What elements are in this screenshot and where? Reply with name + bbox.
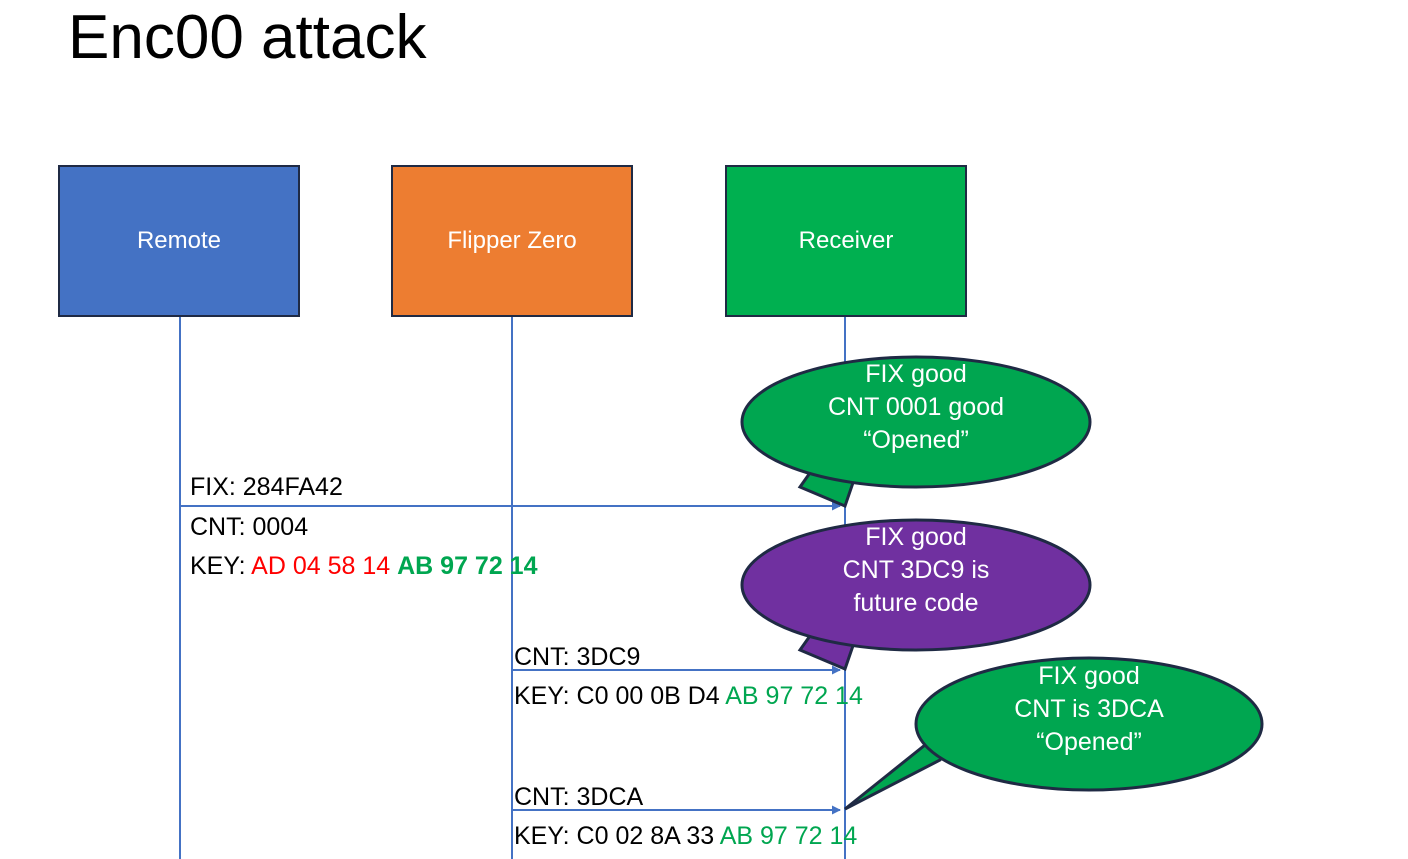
msg-3-key-label: KEY: C0 02 8A 33 AB 97 72 14 <box>514 822 857 852</box>
actor-box-remote[interactable]: Remote <box>58 165 300 317</box>
msg-1-key-label: KEY: AD 04 58 14 AB 97 72 14 <box>190 552 538 582</box>
msg-3-cnt-label: CNT: 3DCA <box>514 783 644 811</box>
msg-1-cnt-label: CNT: 0004 <box>190 513 309 541</box>
msg-3-key-prefix: KEY: C0 02 8A 33 <box>514 822 720 850</box>
actor-label-flipper: Flipper Zero <box>447 227 577 254</box>
actor-box-flipper[interactable]: Flipper Zero <box>391 165 633 317</box>
callout-1-shape <box>740 355 1092 509</box>
msg-1-fix-label: FIX: 284FA42 <box>190 473 343 501</box>
actor-box-receiver[interactable]: Receiver <box>725 165 967 317</box>
actor-label-receiver: Receiver <box>798 227 894 254</box>
msg-1-key-green: AB 97 72 14 <box>397 552 538 580</box>
msg-3-key-green: AB 97 72 14 <box>719 822 858 850</box>
page-title: Enc00 attack <box>68 3 427 72</box>
msg-1-key-prefix: KEY: <box>190 552 252 580</box>
callout-3-shape <box>844 656 1264 811</box>
actor-label-remote: Remote <box>136 227 222 254</box>
msg-2-key-green: AB 97 72 14 <box>725 682 863 710</box>
msg-2-key-prefix: KEY: C0 00 0B D4 <box>514 682 726 710</box>
msg-1-key-red: AD 04 58 14 <box>251 552 391 580</box>
msg-2-key-label: KEY: C0 00 0B D4 AB 97 72 14 <box>514 682 863 712</box>
callout-2-shape <box>740 518 1092 672</box>
msg-2-cnt-label: CNT: 3DC9 <box>514 643 641 671</box>
